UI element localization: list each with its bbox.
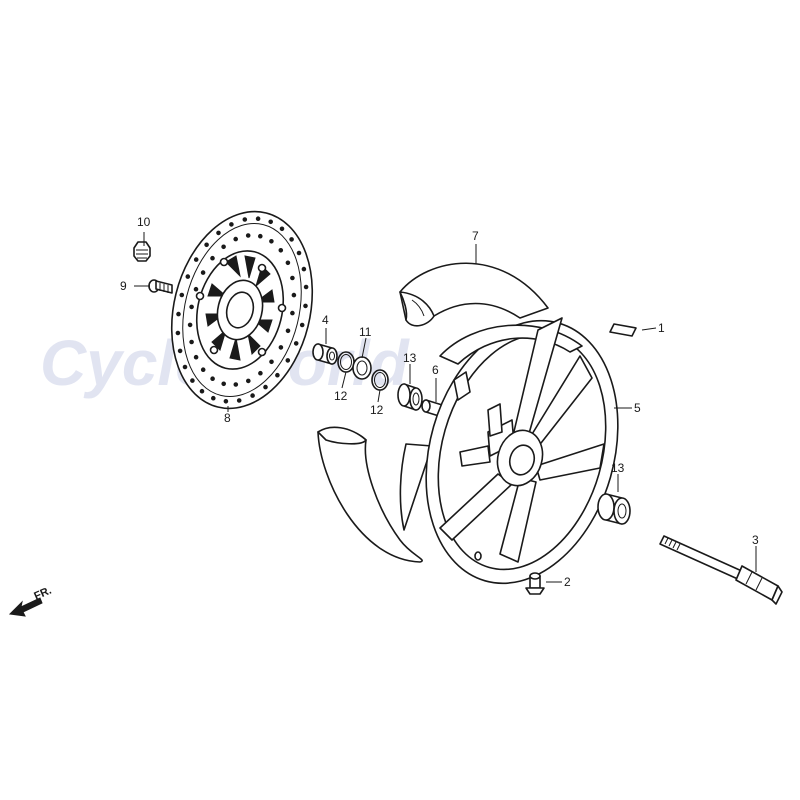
disc-vent-hole	[193, 354, 199, 360]
disc-vent-hole	[275, 372, 280, 378]
disc-vent-hole	[263, 384, 268, 390]
balance-weight[interactable]	[609, 323, 637, 337]
disc-vent-hole	[176, 311, 181, 317]
label-part-2: 2	[564, 575, 571, 589]
axle[interactable]	[659, 535, 783, 605]
disc-vent-hole	[204, 242, 209, 248]
disc-vent-hole	[175, 330, 181, 336]
disc-vent-hole	[290, 310, 295, 316]
disc-vent-hole	[216, 230, 221, 236]
label-part-5: 5	[634, 401, 641, 415]
disc-vent-hole	[187, 322, 193, 328]
disc-vent-hole	[233, 236, 238, 242]
disc-vent-hole	[221, 381, 226, 387]
disc-vent-hole	[179, 292, 185, 298]
disc-vent-holes	[175, 216, 309, 404]
tire[interactable]	[317, 262, 549, 563]
valve[interactable]	[525, 572, 545, 595]
disc-vent-hole	[285, 328, 291, 334]
label-part-3: 3	[752, 533, 759, 547]
label-part-10: 10	[137, 215, 151, 229]
label-part-11: 11	[359, 325, 372, 339]
disc-vent-hole	[236, 398, 242, 403]
disc-vent-hole	[279, 226, 285, 232]
disc-vent-hole	[199, 388, 205, 394]
disc-vent-hole	[245, 233, 251, 238]
label-part-12-left: 12	[334, 389, 348, 403]
disc-vent-hole	[303, 284, 309, 290]
disc-vent-hole	[285, 358, 291, 363]
disc-vent-hole	[278, 248, 284, 253]
disc-vent-hole	[193, 286, 199, 292]
front-direction-marker: FR.	[8, 585, 53, 617]
label-part-1: 1	[658, 321, 665, 335]
disc-vent-hole	[290, 275, 295, 281]
disc-vent-hole	[223, 399, 229, 404]
brake-disc[interactable]	[152, 197, 332, 424]
disc-vent-hole	[268, 219, 274, 225]
disc-vent-hole	[285, 260, 291, 266]
leader-lines	[134, 232, 757, 583]
disc-vent-hole	[229, 222, 234, 227]
disc-vent-hole	[303, 303, 308, 309]
disc-vent-hole	[211, 395, 216, 401]
disc-vent-hole	[269, 359, 274, 365]
disc-vent-hole	[210, 255, 215, 261]
disc-vent-hole	[182, 364, 188, 370]
side-collar[interactable]	[312, 343, 338, 365]
front-direction-arrow-icon	[8, 597, 43, 617]
disc-vent-hole	[293, 341, 299, 346]
wheel[interactable]	[397, 298, 648, 606]
disc-vent-hole	[278, 345, 284, 350]
disc-vent-hole	[177, 348, 183, 354]
disc-vent-hole	[242, 217, 248, 222]
disc-vent-hole	[200, 270, 206, 275]
label-part-6: 6	[432, 363, 439, 377]
disc-vent-hole	[250, 393, 255, 398]
label-part-4: 4	[322, 313, 329, 327]
disc-vent-hole	[185, 274, 191, 279]
disc-vent-hole	[246, 378, 251, 384]
front-direction-label: FR.	[32, 585, 53, 603]
label-part-13-left: 13	[403, 351, 417, 365]
disc-vent-hole	[289, 237, 294, 242]
label-part-8: 8	[224, 411, 231, 425]
disc-vent-hole	[269, 239, 274, 244]
disc-vent-hole	[299, 322, 305, 328]
disc-vent-hole	[255, 216, 261, 221]
bearing-right[interactable]	[597, 493, 631, 525]
disc-vent-hole	[233, 382, 239, 387]
disc-bolt[interactable]	[148, 279, 173, 294]
bearing-left[interactable]	[397, 383, 423, 411]
disc-vent-hole	[258, 370, 263, 376]
disc-nut[interactable]	[133, 241, 151, 262]
label-part-12-right: 12	[370, 403, 384, 417]
disc-vent-hole	[301, 266, 307, 272]
disc-vent-hole	[189, 304, 194, 310]
disc-vent-hole	[258, 233, 263, 239]
part-number-labels: 10 9 8 4 11 12 12 13 6 7 5 1 13 2 3	[120, 215, 759, 589]
disc-vent-hole	[210, 376, 215, 382]
disc-vent-hole	[193, 257, 199, 262]
disc-rivets	[195, 257, 287, 357]
label-part-7: 7	[472, 229, 479, 243]
label-part-9: 9	[120, 279, 127, 293]
disc-vent-hole	[200, 367, 206, 373]
disc-vent-hole	[291, 292, 297, 298]
dust-seal[interactable]	[352, 356, 372, 380]
disc-vent-hole	[189, 339, 194, 345]
disc-vent-hole	[221, 244, 226, 250]
disc-vent-hole	[190, 378, 195, 383]
label-part-13-right: 13	[611, 461, 625, 475]
disc-vent-hole	[296, 250, 302, 256]
